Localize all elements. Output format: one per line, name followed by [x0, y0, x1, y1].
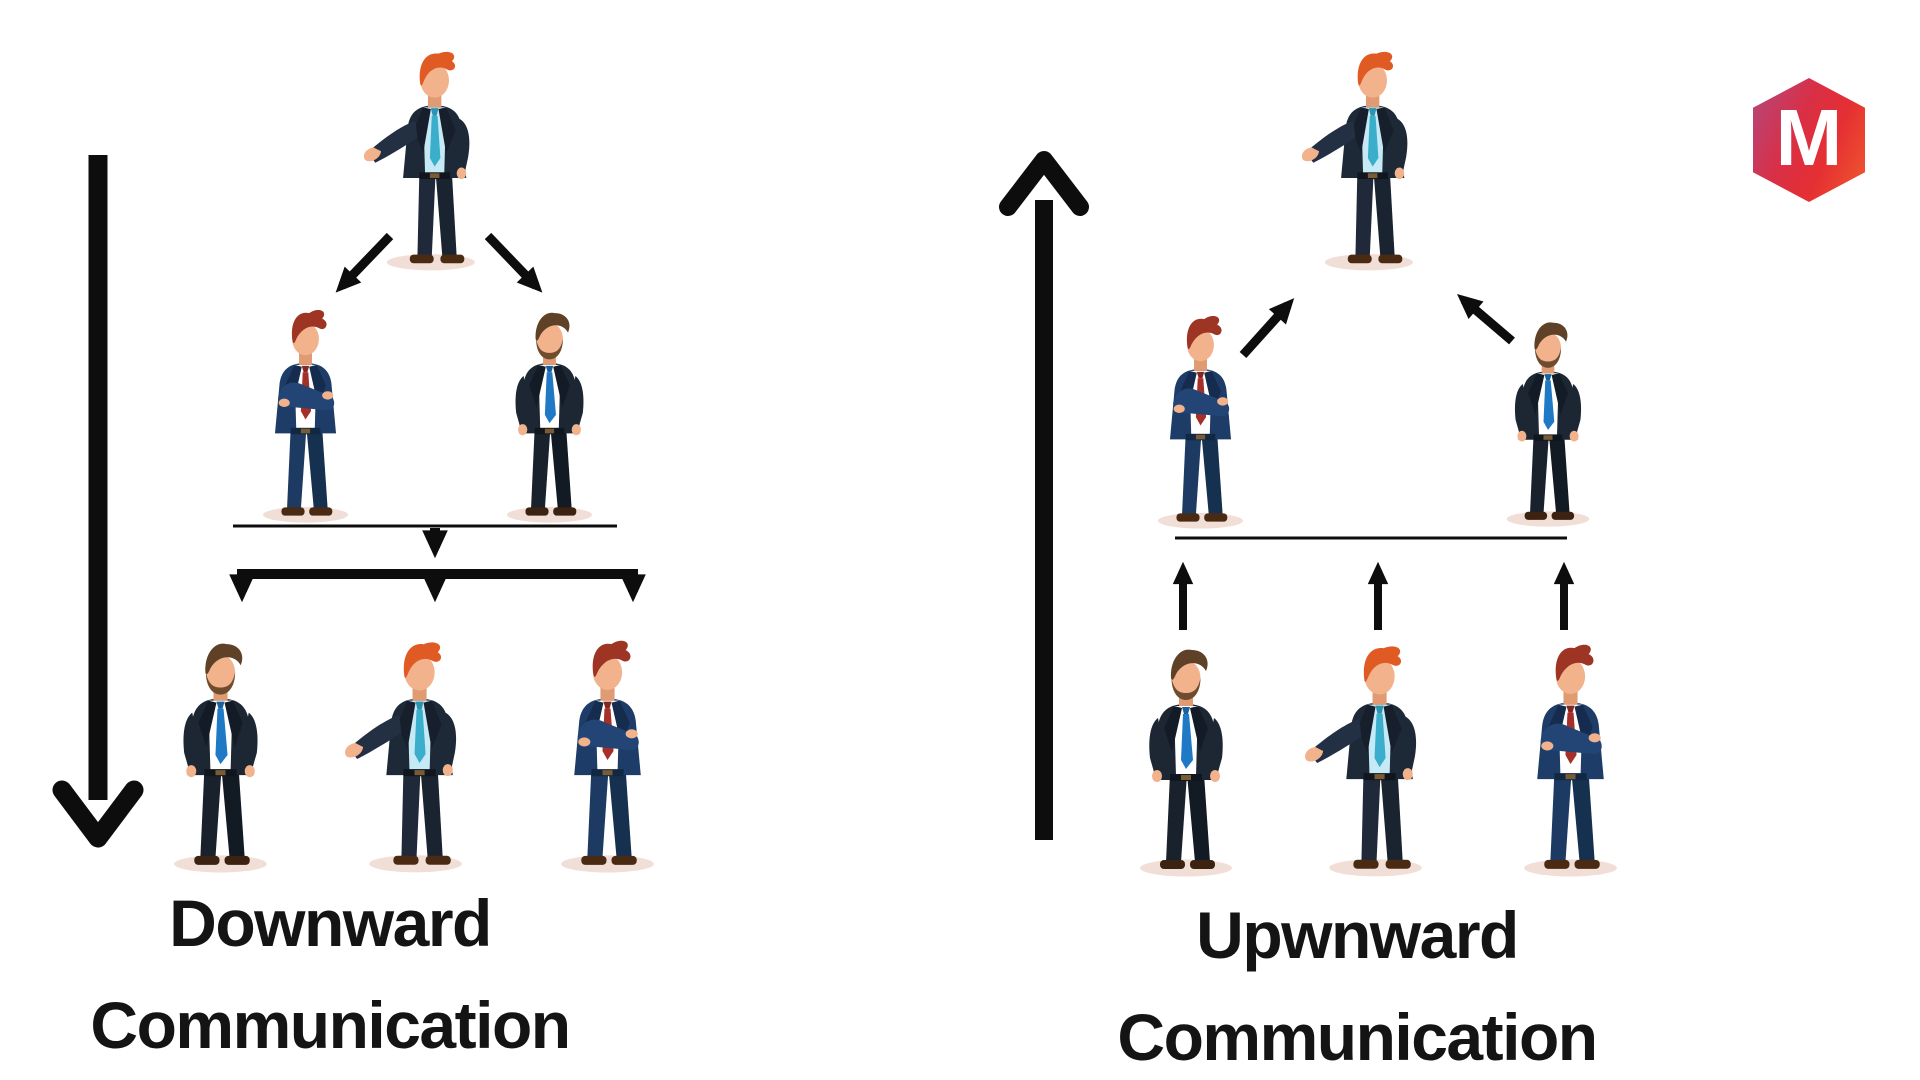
figure-middle-right-beard [506, 312, 593, 523]
big-down-arrow [52, 155, 144, 848]
figure-bottom-center-gesturing [345, 642, 462, 873]
arrow-middle-left-to-top [1239, 298, 1295, 359]
arrow-top-to-middle-right [484, 232, 543, 293]
figure-bottom-right-crossed-arms [561, 640, 654, 873]
downward-title-line2: Communication [90, 988, 571, 1062]
figure-middle-left-crossed-arms [262, 310, 349, 523]
figure-bottom-left-beard [174, 643, 267, 873]
upwnward-communication-title: Upwnward Communication [1032, 884, 1682, 1080]
logo-letter: M [1775, 93, 1843, 182]
upwnward-title-line2: Communication [1117, 1000, 1598, 1074]
figure-manager-top-left-diagram [363, 51, 475, 271]
downward-communication-title: Downward Communication [30, 872, 630, 1076]
figure-bottom-center-gesturing [1305, 646, 1422, 877]
arrow-middle-right-to-top [1456, 294, 1515, 345]
marketing91-logo: M [1753, 78, 1865, 202]
figure-middle-left-crossed-arms [1157, 316, 1244, 529]
big-up-arrow [999, 151, 1089, 840]
downward-title-line1: Downward [169, 886, 492, 960]
figure-manager-top-right-diagram [1301, 51, 1413, 271]
upwnward-title-line1: Upwnward [1196, 898, 1519, 972]
figure-bottom-left-beard [1140, 649, 1232, 877]
downward-diagram [174, 51, 654, 873]
figure-bottom-right-crossed-arms [1524, 644, 1617, 877]
arrow-top-to-middle-left [335, 232, 394, 293]
upward-diagram [1140, 51, 1617, 877]
figure-middle-right-beard [1506, 322, 1590, 527]
